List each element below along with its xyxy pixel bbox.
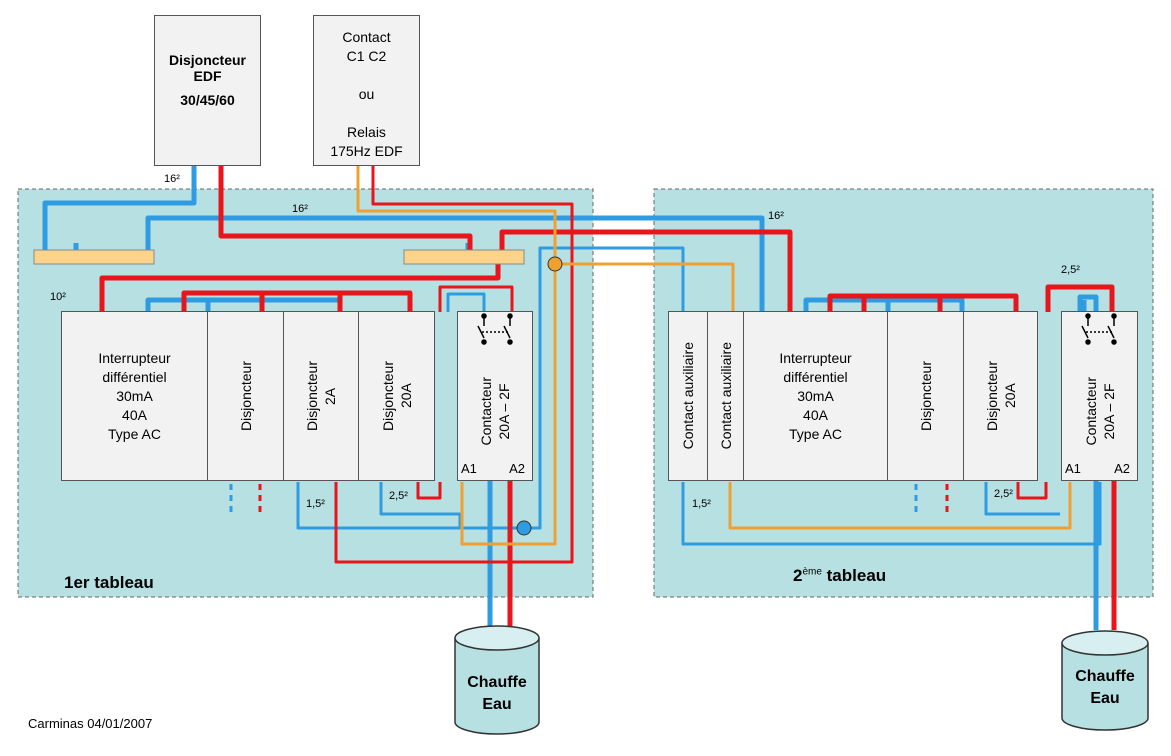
panel1-disjoncteur-label: Disjoncteur	[237, 360, 254, 432]
water-heater-1-shape	[454, 625, 540, 735]
panel1-title: 1er tableau	[64, 573, 154, 592]
junction-orange	[547, 256, 563, 272]
panel1-interrupteur: Interrupteur différentiel 30mA 40A Type …	[61, 311, 208, 481]
wire-label-1-5-panel1: 1,5²	[306, 498, 325, 510]
water-heater-2-label: Chauffe Eau	[1062, 666, 1148, 710]
phase-control-link	[334, 165, 574, 564]
panel1-disjoncteur-20a: Disjoncteur 20A	[358, 311, 435, 481]
panel2-interrupteur: Interrupteur différentiel 30mA 40A Type …	[743, 311, 888, 481]
disjoncteur-edf-rating: 30/45/60	[180, 92, 235, 108]
phase-breaker-wires-1	[99, 263, 501, 312]
panel2-contacteur: Contacteur 20A – 2F A1 A2	[1061, 311, 1138, 481]
panel2-aux1-label: Contact auxiliaire	[680, 342, 696, 450]
panel2-contact-auxiliaire-1: Contact auxiliaire	[668, 311, 708, 481]
busbar-1	[33, 249, 155, 265]
panel1-a1-label: A1	[461, 461, 477, 476]
panel2-disjoncteur-20a-label: Disjoncteur 20A	[983, 360, 1018, 432]
panel2-a1-label: A1	[1065, 461, 1081, 476]
water-heater-2-line2: Eau	[1090, 690, 1120, 707]
panel1-a2-label: A2	[509, 461, 525, 476]
neutral-control-link	[296, 246, 685, 530]
panel2-title: 2ème tableau	[793, 566, 886, 586]
disjoncteur-edf-line2: EDF	[193, 68, 222, 84]
panel2-interrupteur-label: Interrupteur différentiel 30mA 40A Type …	[779, 349, 852, 442]
water-heater-2-shape	[1061, 630, 1149, 731]
panel1-switch-icon	[477, 313, 513, 345]
panel1-contacteur: Contacteur 20A – 2F A1 A2	[457, 311, 533, 481]
wire-label-2-5-contacteur2: 2,5²	[1061, 264, 1080, 276]
neutral-feed-wire	[42, 165, 197, 263]
panel2-disjoncteur-label: Disjoncteur	[917, 360, 934, 432]
water-heater-1-line1: Chauffe	[467, 674, 527, 691]
control-wire-orange-2	[555, 262, 735, 312]
panel1-interrupteur-label: Interrupteur différentiel 30mA 40A Type …	[98, 349, 171, 442]
phase-bus-wire	[499, 229, 793, 312]
panel1-disjoncteur-2a-label: Disjoncteur 2A	[304, 360, 338, 432]
panel2-disjoncteur: Disjoncteur	[887, 311, 964, 481]
neutral-contacteur-1-top	[446, 292, 486, 312]
neutral-control-panel2	[681, 482, 1102, 546]
water-heater-1-label: Chauffe Eau	[455, 672, 539, 716]
junction-blue	[516, 520, 532, 536]
panel2-title-superscript: ème	[802, 566, 822, 578]
wire-label-16-bus: 16²	[292, 203, 308, 215]
disjoncteur-edf-box: Disjoncteur EDF 30/45/60	[154, 15, 261, 166]
wire-label-16-link: 16²	[768, 210, 784, 222]
contact-relais-box: Contact C1 C2 ou Relais 175Hz EDF	[313, 15, 420, 166]
wire-label-16-feed: 16²	[164, 173, 180, 185]
control-wire-orange	[356, 165, 557, 546]
panel1-contacteur-label: Contacteur 20A – 2F	[478, 376, 512, 446]
wire-label-2-5-panel1: 2,5²	[389, 490, 408, 502]
panel2-a2-label: A2	[1114, 461, 1130, 476]
contact-relais-label: Contact C1 C2 ou Relais 175Hz EDF	[330, 29, 403, 159]
panel2-contact-auxiliaire-2: Contact auxiliaire	[707, 311, 744, 481]
panel1-disjoncteur: Disjoncteur	[207, 311, 284, 481]
panel2-switch-icon	[1081, 313, 1117, 345]
neutral-contacteur-2-top	[1077, 294, 1099, 312]
neutral-breaker-wires-2	[803, 297, 965, 312]
wire-label-10: 10²	[50, 291, 66, 303]
wire-label-1-5-panel2: 1,5²	[692, 498, 711, 510]
credit-text: Carminas 04/01/2007	[28, 716, 153, 731]
panel2-title-number: 2	[793, 566, 803, 585]
water-heater-2-line1: Chauffe	[1075, 668, 1135, 685]
neutral-bus-wire	[145, 215, 765, 312]
panel2-contacteur-label: Contacteur 20A – 2F	[1082, 376, 1117, 446]
panel1-disjoncteur-20a-label: Disjoncteur 20A	[379, 360, 414, 432]
panel1-disjoncteur-2a: Disjoncteur 2A	[283, 311, 359, 481]
wire-label-2-5-panel2: 2,5²	[994, 488, 1013, 500]
disjoncteur-edf-line1: Disjoncteur	[168, 52, 246, 68]
phase-contacteur-2-top	[1045, 284, 1115, 312]
panel2-aux2-label: Contact auxiliaire	[717, 342, 734, 450]
busbar-2	[403, 249, 525, 265]
panel2-title-rest: tableau	[821, 566, 887, 585]
panel2-disjoncteur-20a: Disjoncteur 20A	[963, 311, 1038, 481]
water-heater-1-line2: Eau	[482, 696, 512, 713]
